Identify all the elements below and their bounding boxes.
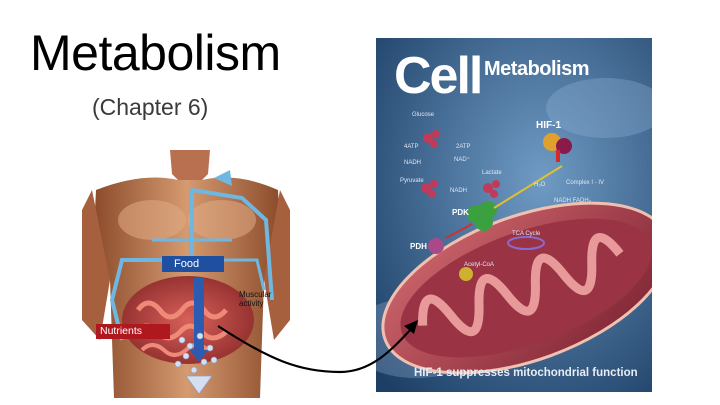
label-pyruvate: Pyruvate — [400, 178, 424, 184]
label-h2o: H₂O — [534, 182, 546, 188]
digestion-body-figure — [82, 150, 290, 398]
label-glucose: Glucose — [412, 112, 435, 118]
label-complex: Complex I - IV — [566, 180, 605, 186]
label-hif1: HIF-1 — [536, 120, 561, 131]
nutrients-label: Nutrients — [96, 324, 170, 339]
cell-metabolism-cover: Cell Metabolism Glucose 4ATP 2ATP NADH N… — [376, 38, 652, 392]
torso-illustration — [82, 150, 290, 398]
cover-caption: HIF-1 suppresses mitochondrial function — [414, 367, 638, 379]
food-label: Food — [162, 256, 224, 272]
slide-subtitle: (Chapter 6) — [92, 94, 209, 120]
label-pdk: PDK — [452, 208, 469, 217]
label-lactate: Lactate — [482, 170, 502, 176]
label-nadh-2: NADH — [450, 188, 468, 194]
label-acetyl-coa: Acetyl-CoA — [464, 262, 495, 268]
slide-title: Metabolism — [30, 25, 281, 81]
label-nadh-fadh: NADH FADH₂ — [554, 198, 591, 204]
label-tca: TCA Cycle — [512, 231, 541, 237]
cover-artwork — [376, 38, 652, 392]
label-4atp: 4ATP — [404, 144, 419, 150]
cover-brand-metabolism: Metabolism — [484, 58, 590, 80]
muscular-activity-label: Muscular activity — [239, 290, 272, 308]
label-pdh: PDH — [410, 242, 427, 251]
label-nad-1: NAD⁺ — [454, 157, 470, 163]
cover-brand-cell: Cell — [394, 47, 483, 105]
label-2atp: 2ATP — [456, 144, 471, 150]
label-nadh-1: NADH — [404, 160, 422, 166]
